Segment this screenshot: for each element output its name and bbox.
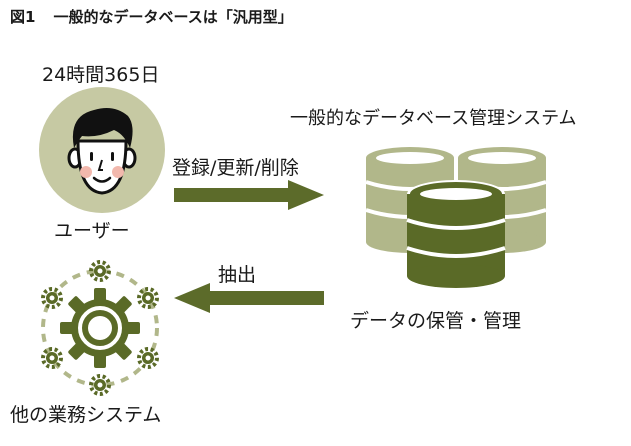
gears-dotted-ring [41,269,159,387]
arrow-right-icon [174,180,324,210]
arrow-extract-label: 抽出 [218,264,257,286]
gear-small-top-left [41,287,63,309]
other-systems-label: 他の業務システム [10,404,162,426]
user-cheek-left [80,166,92,178]
user-label: ユーザー [54,220,130,242]
user-hair [72,108,133,148]
gears-icon [41,260,159,396]
gear-small-bottom [89,374,111,396]
figure-number: 図1 [10,8,36,26]
gear-small-top-right [137,287,159,309]
user-eye-left [90,152,93,161]
gear-central [60,288,140,368]
figure-title-text: 一般的なデータベースは「汎用型」 [53,8,293,26]
gear-small-top [89,260,111,282]
arrow-left-icon [174,283,324,313]
user-cheek-right [112,166,124,178]
user-avatar [39,87,165,213]
gear-small-bottom-right [137,347,159,369]
db-cylinder-front [406,180,506,288]
dbms-label: 一般的なデータベース管理システム [290,108,577,129]
always-on-label: 24時間365日 [42,64,160,86]
arrow-register-label: 登録/更新/削除 [172,157,299,179]
user-mouth [92,176,112,183]
user-eye-right [111,152,114,161]
storage-label: データの保管・管理 [350,310,522,332]
database-icon [365,147,547,288]
user-nose [97,159,103,171]
figure-title: 図1 一般的なデータベースは「汎用型」 [8,6,293,27]
gear-small-bottom-left [41,347,63,369]
